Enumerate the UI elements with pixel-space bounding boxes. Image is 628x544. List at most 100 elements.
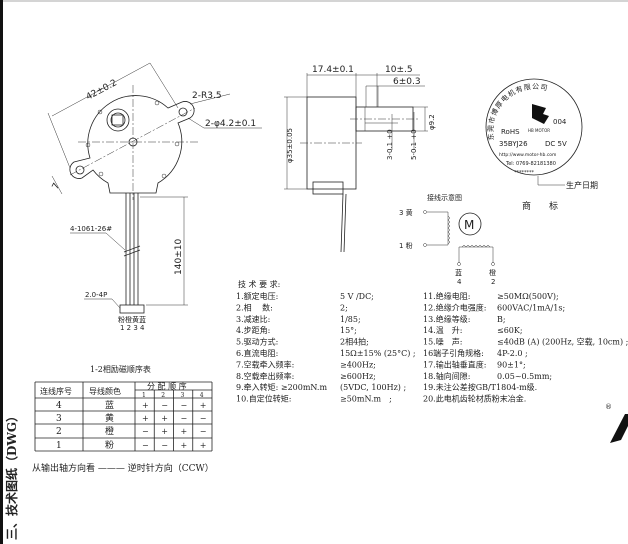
dim-body-diameter: φ35±0.05 bbox=[286, 128, 294, 163]
sequence-cell: + bbox=[161, 414, 168, 423]
row-wire-no: 3 bbox=[56, 414, 62, 424]
spec-value: 4P-2.0 ; bbox=[497, 349, 528, 358]
spec-value: ≥50mN.m ; bbox=[340, 395, 392, 404]
spec-label: 16端子引角规格: bbox=[423, 348, 484, 358]
spec-label: 6.直流电阻: bbox=[236, 348, 278, 358]
wire-colors: 粉橙黄蓝 bbox=[118, 315, 146, 324]
top-border bbox=[3, 0, 628, 2]
spec-label: 17.输出轴垂直度: bbox=[423, 359, 486, 369]
spec-value: ≥400Hz; bbox=[340, 360, 376, 369]
trademark-code: 004 bbox=[553, 118, 567, 126]
sequence-cell: + bbox=[200, 401, 207, 410]
motor-symbol bbox=[458, 212, 482, 236]
partial-logo-icon bbox=[610, 414, 628, 443]
sequence-cell: − bbox=[142, 441, 149, 450]
step-number: 4 bbox=[200, 392, 204, 399]
production-date-label: 生产日期 bbox=[566, 180, 598, 190]
step-number: 3 bbox=[181, 392, 185, 399]
dim-flat-b: 5-0.1 +0 bbox=[410, 129, 418, 160]
spec-value: 90±1°; bbox=[497, 360, 526, 369]
sequence-cell: + bbox=[181, 441, 188, 450]
row-wire-color: 粉 bbox=[105, 439, 114, 451]
rohs-mark: RoHS bbox=[501, 128, 520, 136]
dim-width: 42±0.2 bbox=[85, 78, 119, 102]
spec-label: 14.温 升: bbox=[423, 326, 462, 335]
wire-numbers: 1 2 3 4 bbox=[120, 324, 145, 332]
connector-spec: 2.0-4P bbox=[85, 291, 107, 299]
dim-hole: 2-φ4.2±0.1 bbox=[205, 119, 256, 129]
row-wire-no: 1 bbox=[56, 441, 62, 451]
direction-note: 从输出轴方向看 ——— 逆时针方向（CCW） bbox=[32, 462, 214, 474]
spec-value: 2; bbox=[340, 303, 348, 312]
spec-value: ≤60K; bbox=[497, 326, 523, 335]
wiring-diagram: 接线示意图 3 黄 1 粉 M 蓝 4 橙 2 bbox=[399, 193, 496, 286]
spec-label: 11.绝缘电阻: bbox=[423, 291, 470, 301]
spec-value: 2相4拍; bbox=[340, 337, 369, 347]
row-wire-color: 橙 bbox=[105, 425, 114, 437]
pin-2-color: 橙 bbox=[489, 268, 496, 277]
row-wire-color: 黄 bbox=[105, 412, 114, 424]
spec-value: ≥50MΩ(500V); bbox=[497, 292, 559, 301]
spec-label: 3.减速比: bbox=[236, 314, 270, 324]
spec-value: B; bbox=[497, 315, 506, 324]
sequence-cell: + bbox=[142, 414, 149, 423]
model-number: 35BYJ26 bbox=[499, 140, 528, 148]
dim-shaft-diameter: φ9.2 bbox=[428, 114, 436, 130]
technical-requirements: 技 术 要 求: 1.额定电压:5 V /DC;2.相 数:2;3.减速比:1/… bbox=[236, 279, 628, 404]
spec-label: 18.轴向间隙: bbox=[423, 371, 470, 381]
column-header-sequence: 分 配 顺 序 bbox=[147, 381, 187, 391]
step-number: 2 bbox=[161, 392, 165, 399]
spec-label: 8.空载牵出频率: bbox=[236, 371, 294, 381]
sequence-cell: + bbox=[161, 427, 168, 436]
brand-name: HB MOTOR bbox=[528, 128, 550, 133]
company-url: http://www.motor-hb.com bbox=[499, 152, 556, 158]
spec-value: 600VAC/1mA/1s; bbox=[497, 303, 565, 312]
sequence-cell: − bbox=[181, 414, 188, 423]
dim-flat-a: 3-0.1 +0 bbox=[386, 129, 394, 160]
dim-radius: 2-R3.5 bbox=[192, 91, 222, 101]
dim-tab: 7 bbox=[51, 182, 63, 192]
spec-value: 0.05~0.5mm; bbox=[497, 372, 552, 381]
spec-value: 1/85; bbox=[340, 315, 361, 324]
wire-spec: 4-1061-26# bbox=[70, 225, 112, 233]
spec-value: 15Ω±15% (25°C) ; bbox=[340, 349, 416, 358]
row-wire-no: 2 bbox=[56, 427, 62, 437]
section-title: 三、技术图纸（DWG） bbox=[4, 410, 19, 540]
row-wire-color: 蓝 bbox=[105, 399, 114, 411]
spec-label: 4.步距角: bbox=[236, 325, 270, 335]
spec-value: (5VDC, 100Hz) ; bbox=[340, 383, 406, 392]
sequence-cell: − bbox=[200, 427, 207, 436]
spec-value: 5 V /DC; bbox=[340, 292, 374, 301]
sequence-cell: − bbox=[161, 441, 168, 450]
wiring-title: 接线示意图 bbox=[427, 193, 462, 202]
spec-label: 19.未注公差按GB/T1804-m级. bbox=[423, 382, 537, 392]
spec-label: 1.额定电压: bbox=[236, 291, 278, 301]
spec-value: 15°; bbox=[340, 326, 357, 335]
trademark-caption: 商 标 bbox=[522, 200, 558, 212]
spec-label: 15.噪 声: bbox=[423, 337, 462, 347]
pin-3-label: 3 黄 bbox=[399, 208, 413, 217]
sequence-cell: − bbox=[181, 401, 188, 410]
sequence-cell: − bbox=[161, 401, 168, 410]
front-view: 42±0.2 2-R3.5 2-φ4.2±0.1 7 4-1061-26# 2.… bbox=[47, 62, 262, 332]
pin-4-number: 4 bbox=[457, 278, 462, 286]
left-border bbox=[0, 0, 3, 544]
pin-1-label: 1 粉 bbox=[399, 241, 413, 250]
dim-flat-length: 6±0.3 bbox=[393, 77, 421, 87]
sequence-cell: + bbox=[181, 427, 188, 436]
sequence-table-title: 1-2相励磁顺序表 bbox=[90, 364, 151, 374]
motor-label: M bbox=[464, 218, 474, 232]
spec-label: 5.驱动方式: bbox=[236, 337, 278, 347]
spec-value: ≤40dB (A) (200Hz, 空载, 10cm) ; bbox=[497, 337, 628, 347]
sequence-cell: + bbox=[200, 441, 207, 450]
trademark-label: 东莞市博厚电机有限公司 HB MOTOR 004 RoHS 35BYJ26 DC… bbox=[485, 78, 598, 212]
side-view: 17.4±0.1 10±.5 6±0.3 φ35±0.05 φ9.2 3-0.1… bbox=[284, 65, 436, 253]
spec-label: 20.此电机齿轮材质粉末冶金. bbox=[423, 394, 526, 404]
dim-body-length: 17.4±0.1 bbox=[312, 65, 354, 75]
spec-label: 7.空载牵入频率: bbox=[236, 359, 294, 369]
sequence-cell: − bbox=[200, 414, 207, 423]
company-tel: Tel: 0769-82181380 bbox=[505, 161, 556, 167]
